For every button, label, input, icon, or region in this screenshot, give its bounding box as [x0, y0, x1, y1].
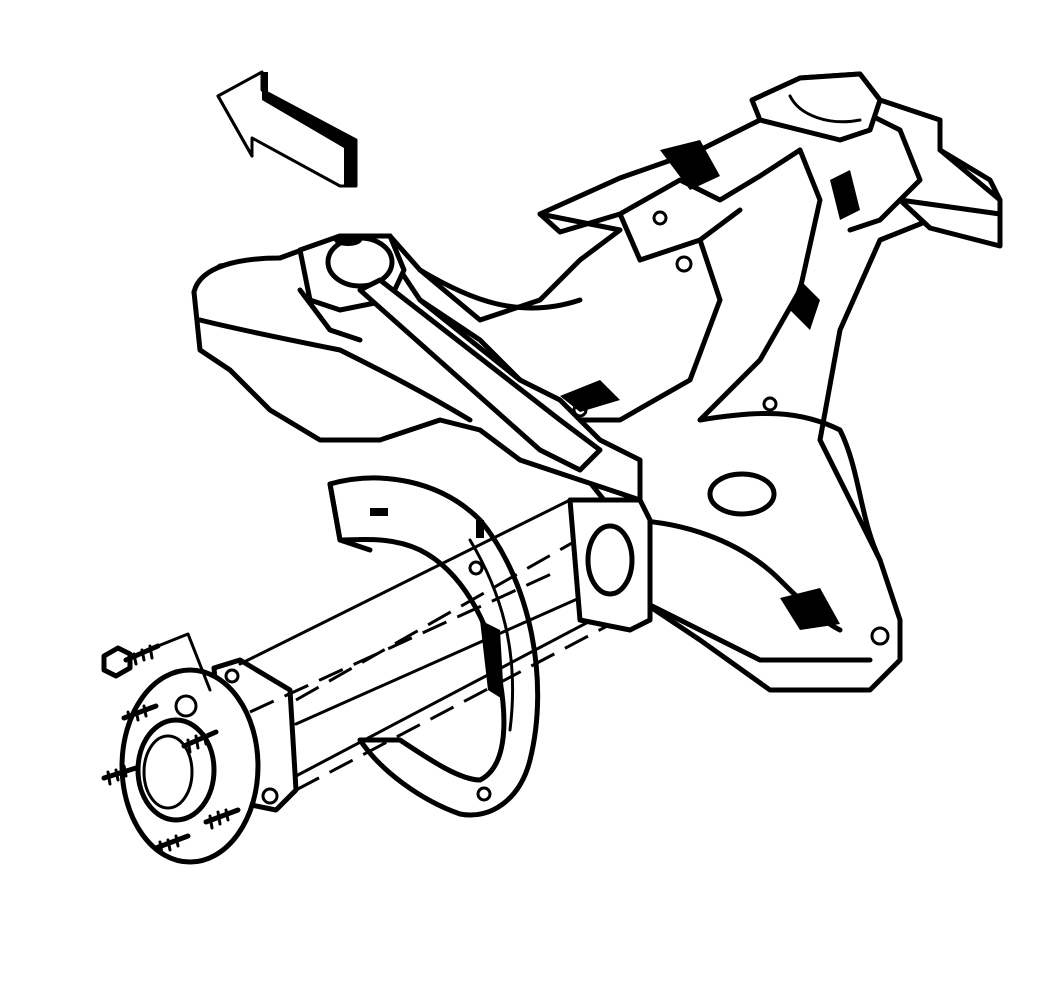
backing-plate — [327, 475, 541, 818]
wheel-stud — [121, 703, 159, 726]
flange-bolt-hole — [224, 668, 240, 684]
wheel-stud — [101, 764, 139, 786]
frame-bolt-hole — [870, 626, 890, 646]
hub-bolt — [101, 632, 212, 692]
wheel-stud — [153, 833, 191, 856]
frame-large-hole — [707, 471, 777, 517]
assembly-guide-lines — [238, 497, 653, 792]
wheel-stud — [181, 729, 219, 754]
trailing-arm — [191, 233, 643, 503]
hub-bearing-assembly — [119, 657, 299, 865]
plate-slot — [370, 508, 388, 516]
frame-bolt-hole — [675, 255, 693, 273]
frame-bolt-hole — [652, 210, 668, 226]
plate-slot — [476, 520, 484, 538]
wheel-studs — [101, 703, 241, 856]
flange-bolt-hole — [261, 787, 279, 805]
direction-arrow-icon — [216, 70, 358, 188]
wheel-stud — [203, 807, 241, 830]
frame-bolt-hole — [762, 396, 778, 412]
